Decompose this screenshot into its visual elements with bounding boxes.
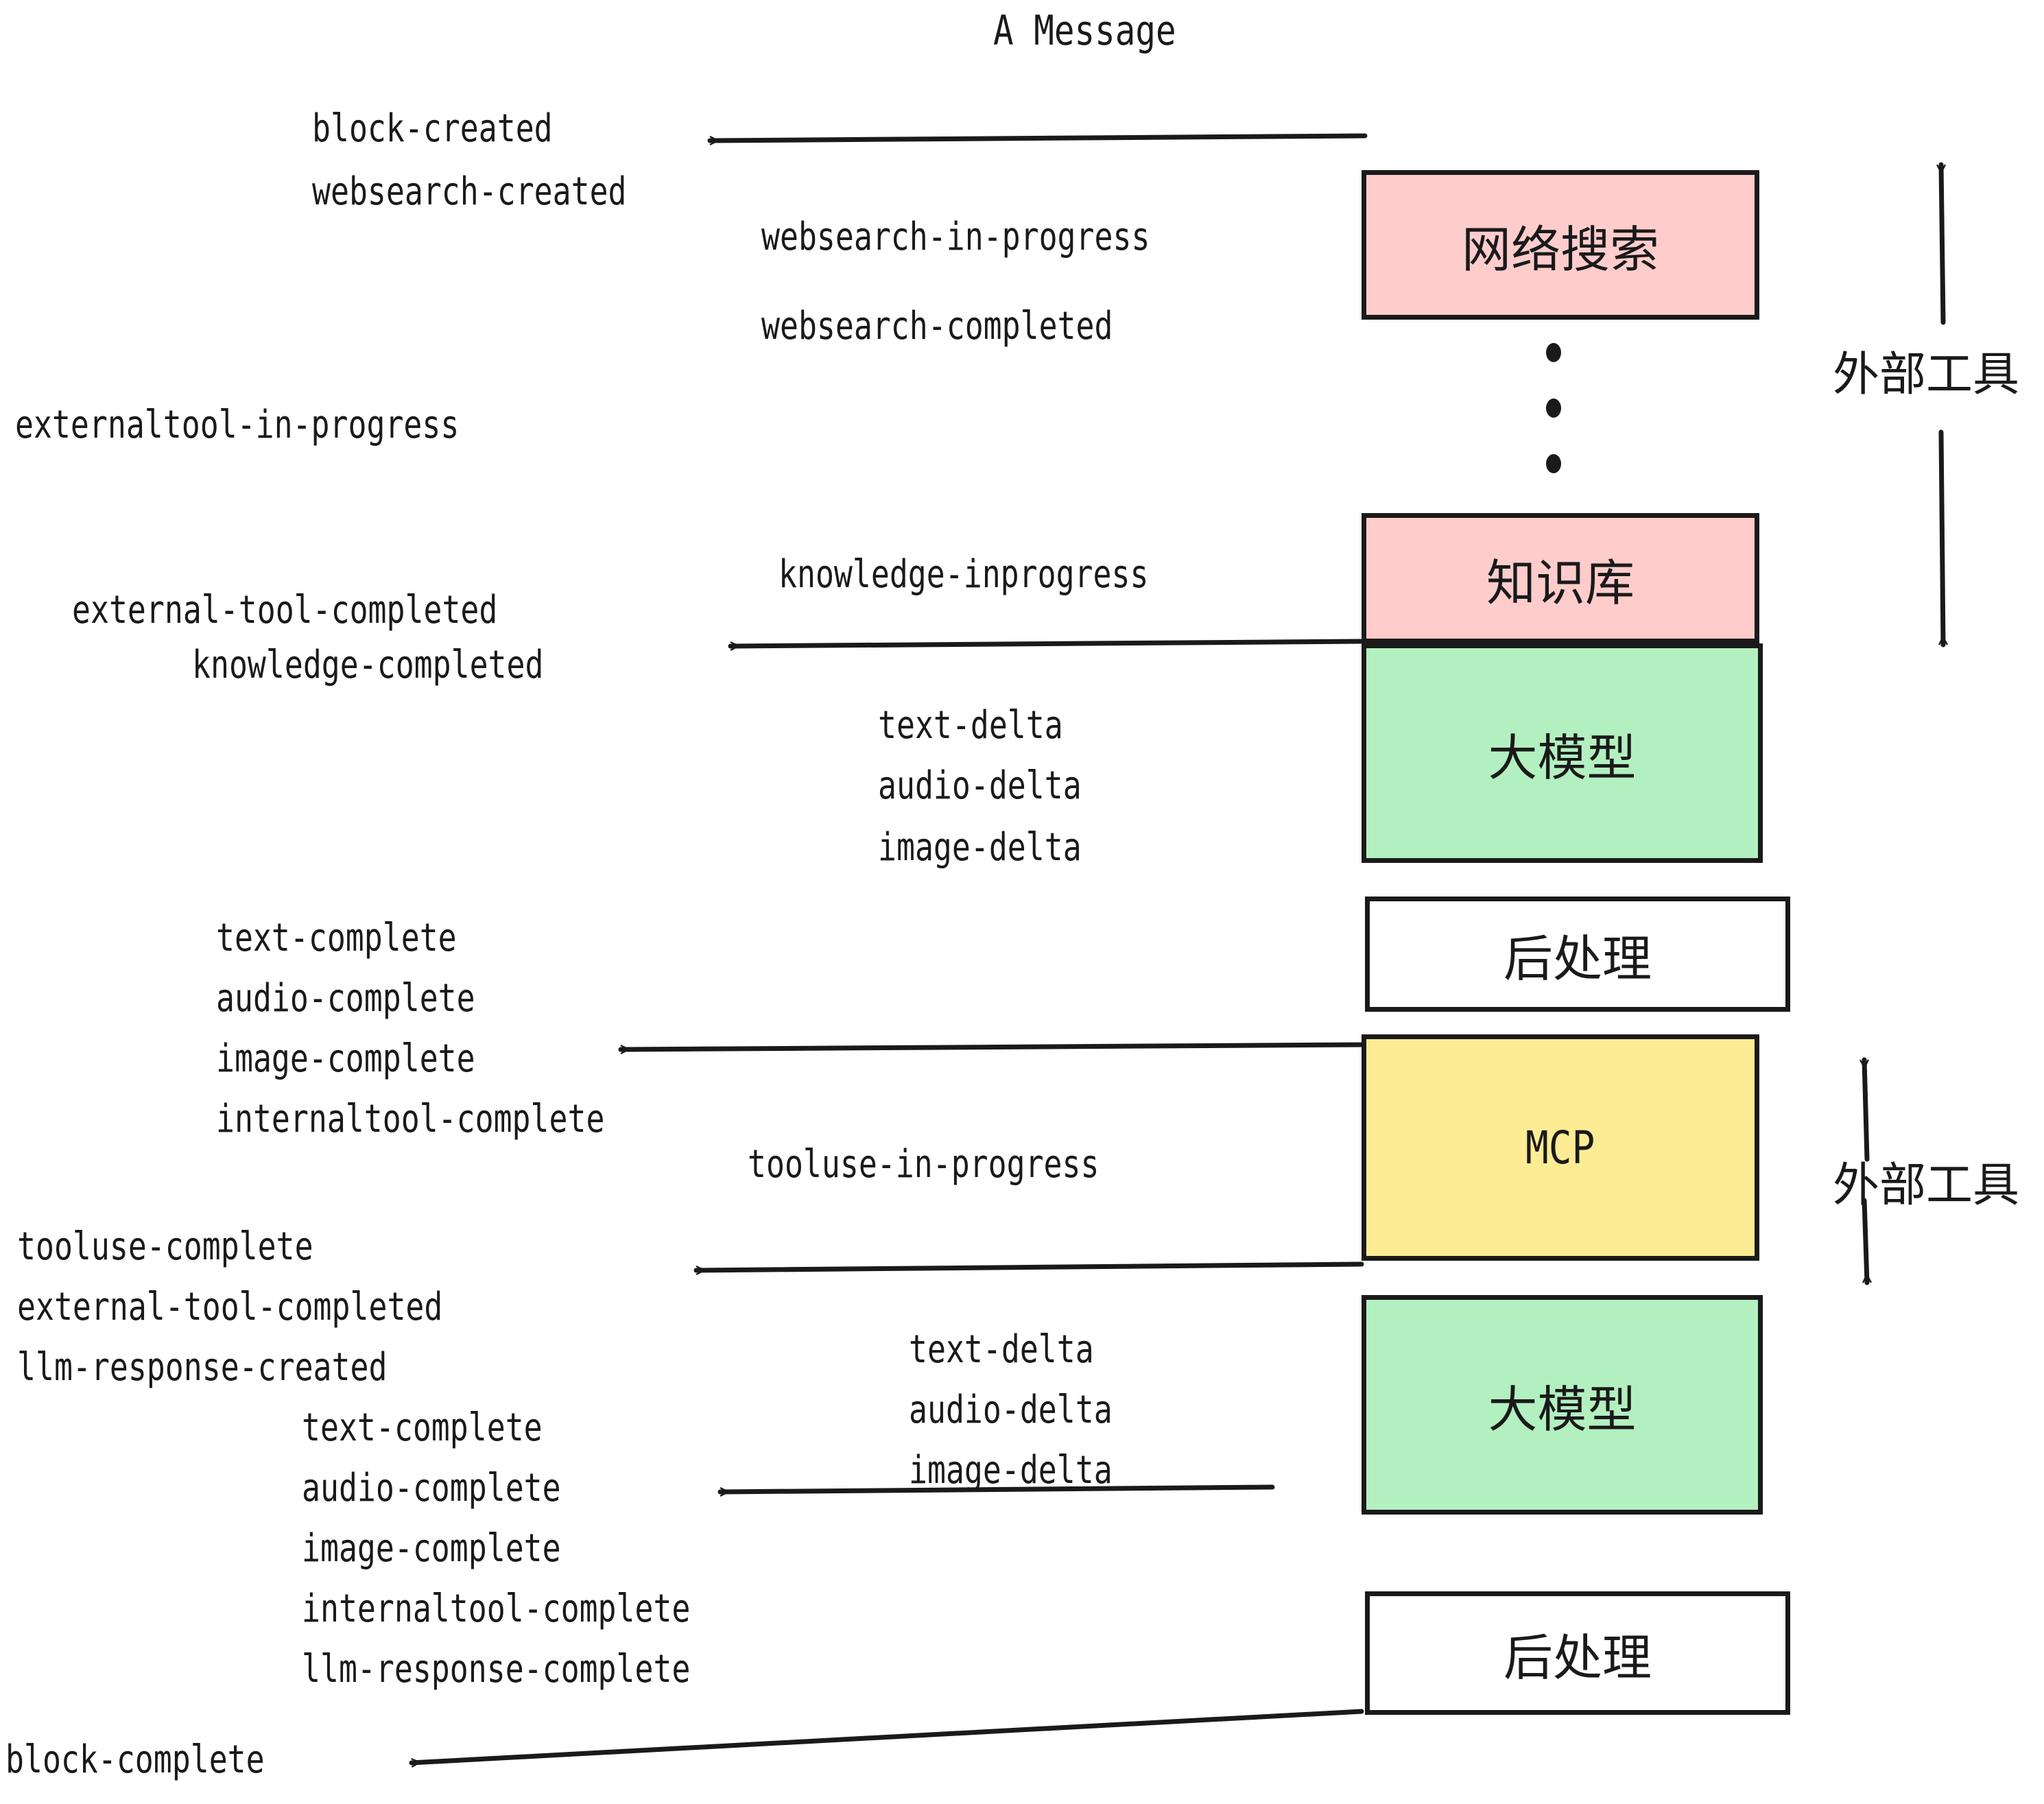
event-llm-response-complete: llm-response-complete xyxy=(302,1647,691,1692)
event-knowledge-completed: knowledge-completed xyxy=(192,643,544,687)
component-box-llm-2: 大模型 xyxy=(1362,1295,1763,1515)
event-websearch-completed: websearch-completed xyxy=(761,304,1113,348)
event-audio-complete-2: audio-complete xyxy=(302,1466,561,1510)
component-box-postprocess-1: 后处理 xyxy=(1365,897,1790,1012)
component-box-knowledge: 知识库 xyxy=(1362,513,1759,643)
event-text-complete-2: text-complete xyxy=(302,1405,543,1450)
component-box-llm-1: 大模型 xyxy=(1362,643,1763,863)
ellipsis-dot xyxy=(1546,454,1561,473)
event-text-delta-1: text-delta xyxy=(878,703,1063,748)
component-label-llm-2: 大模型 xyxy=(1488,1380,1637,1438)
event-websearch-created: websearch-created xyxy=(312,169,627,214)
event-audio-delta-2: audio-delta xyxy=(909,1388,1113,1432)
event-internaltool-complete-2: internaltool-complete xyxy=(302,1587,691,1631)
arrow-post1-to-image-complete xyxy=(618,1042,1368,1049)
component-label-llm-1: 大模型 xyxy=(1488,728,1637,787)
component-label-websearch: 网络搜索 xyxy=(1461,220,1659,278)
arrow-post2-to-block-complete xyxy=(409,1709,1364,1763)
component-label-mcp: MCP xyxy=(1525,1121,1595,1174)
arrow-external-tools-top-up xyxy=(1941,162,1943,325)
event-audio-complete-1: audio-complete xyxy=(216,976,475,1021)
arrow-mcp-to-tooluse-complete xyxy=(693,1261,1364,1270)
event-block-created: block-created xyxy=(312,106,553,151)
ellipsis-dot xyxy=(1546,343,1561,362)
arrow-knowledge-to-completed xyxy=(728,639,1364,646)
event-tooluse-in-progress: tooluse-in-progress xyxy=(748,1142,1100,1187)
event-knowledge-inprogress: knowledge-inprogress xyxy=(779,552,1149,597)
vertical-ellipsis xyxy=(1545,343,1562,473)
side-label-external-tools-top: 外部工具 xyxy=(1833,348,2020,402)
event-websearch-in-progress: websearch-in-progress xyxy=(761,215,1150,259)
event-text-complete-1: text-complete xyxy=(216,916,457,960)
arrow-external-tools-top-down xyxy=(1941,429,1943,648)
event-external-tool-completed-1: external-tool-completed xyxy=(72,588,498,632)
event-image-complete-2: image-complete xyxy=(302,1526,561,1571)
event-audio-delta-1: audio-delta xyxy=(878,763,1082,808)
component-box-postprocess-2: 后处理 xyxy=(1365,1591,1790,1715)
event-image-delta-2: image-delta xyxy=(909,1448,1113,1493)
event-external-tool-completed-2: external-tool-completed xyxy=(17,1285,443,1329)
arrow-external-tools-bottom-up xyxy=(1864,1057,1870,1162)
event-internaltool-complete-1: internaltool-complete xyxy=(216,1097,605,1141)
arrow-websearch-to-block-created xyxy=(707,133,1368,141)
component-label-knowledge: 知识库 xyxy=(1486,554,1635,612)
event-llm-response-created: llm-response-created xyxy=(17,1345,388,1390)
event-image-delta-1: image-delta xyxy=(878,825,1082,870)
event-block-complete: block-complete xyxy=(5,1737,265,1782)
page-title: A Message xyxy=(993,7,1176,55)
event-tooluse-complete: tooluse-complete xyxy=(17,1224,313,1269)
component-box-websearch: 网络搜索 xyxy=(1362,170,1759,320)
component-label-postprocess-1: 后处理 xyxy=(1503,929,1652,988)
event-image-complete-1: image-complete xyxy=(216,1036,475,1081)
event-externaltool-in-progress: externaltool-in-progress xyxy=(15,403,460,447)
side-label-external-tools-bottom: 外部工具 xyxy=(1833,1159,2020,1213)
event-text-delta-2: text-delta xyxy=(909,1327,1094,1372)
component-box-mcp: MCP xyxy=(1362,1034,1759,1261)
ellipsis-dot xyxy=(1546,399,1561,418)
component-label-postprocess-2: 后处理 xyxy=(1503,1628,1652,1687)
